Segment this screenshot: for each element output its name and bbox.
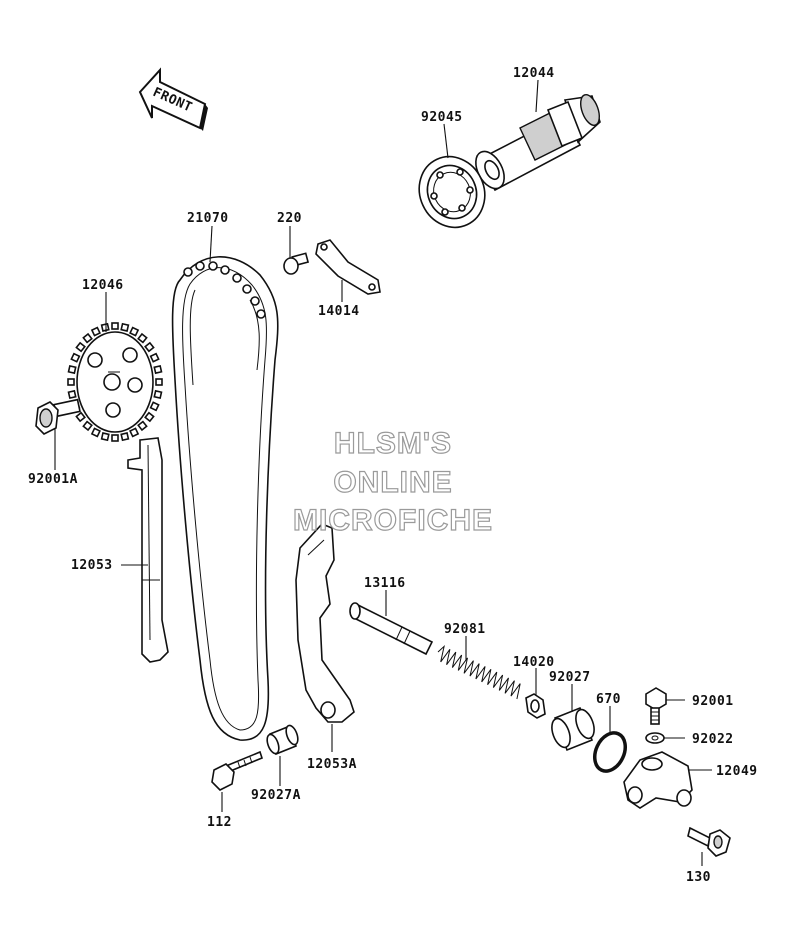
chain-guide [127, 437, 169, 663]
label-92045: 92045 [421, 110, 463, 125]
label-92022: 92022 [692, 732, 734, 747]
sprocket-tooth [67, 389, 77, 400]
sprocket-tooth [82, 332, 93, 344]
bearing [418, 155, 486, 229]
sprocket-tooth [100, 322, 110, 332]
label-92001A: 92001A [28, 472, 78, 487]
label-112: 112 [207, 815, 232, 830]
sprocket-tooth [153, 364, 163, 375]
leader-lines [54, 79, 712, 866]
nut [525, 693, 546, 719]
label-92027: 92027 [549, 670, 591, 685]
sprocket-tooth [149, 401, 160, 412]
tensioner-spring [437, 644, 521, 700]
sprocket-tooth [90, 326, 101, 337]
sprocket-tooth [129, 326, 140, 337]
sprocket-tooth [144, 411, 155, 423]
part-labels: 12044 92045 21070 220 14014 12046 92001A… [28, 66, 758, 885]
collar-small [266, 724, 299, 756]
sprocket-tooth [111, 434, 119, 442]
sprocket-tooth [75, 411, 86, 423]
label-92027A: 92027A [251, 788, 301, 803]
sprocket-tooth [129, 427, 140, 438]
bolt-220 [283, 252, 310, 275]
bolt-130 [687, 826, 731, 857]
label-13116: 13116 [364, 576, 406, 591]
bolt-92001 [645, 687, 667, 725]
label-220: 220 [277, 211, 302, 226]
label-14020: 14020 [513, 655, 555, 670]
collar [551, 706, 595, 752]
tensioner-guide [295, 523, 355, 723]
label-130: 130 [686, 870, 711, 885]
front-arrow-icon: FRONT [138, 67, 208, 131]
sprocket-tooth [153, 389, 163, 400]
watermark-line1: HLSM'S [334, 427, 452, 460]
sprocket-tooth [111, 322, 119, 330]
sprocket-tooth [67, 364, 77, 375]
label-12044: 12044 [513, 66, 555, 81]
sprocket-tooth [149, 352, 160, 363]
sprocket-tooth [137, 420, 148, 432]
sprocket-tooth [75, 341, 86, 353]
washer [645, 732, 665, 744]
watermark-line3: MICROFICHE [293, 504, 493, 537]
tensioner-bracket [623, 751, 693, 809]
sprocket-tooth [120, 322, 130, 332]
label-14014: 14014 [318, 304, 360, 319]
watermark-line2: ONLINE [333, 466, 452, 499]
label-12053: 12053 [71, 558, 113, 573]
bolt-112 [211, 750, 263, 791]
label-670: 670 [596, 692, 621, 707]
sprocket-tooth [120, 432, 130, 442]
label-92081: 92081 [444, 622, 486, 637]
sprocket-tooth [144, 341, 155, 353]
cam-sprocket [67, 322, 163, 442]
label-12046: 12046 [82, 278, 124, 293]
label-12049: 12049 [716, 764, 758, 779]
sprocket-tooth [90, 427, 101, 438]
label-12053A: 12053A [307, 757, 357, 772]
o-ring [593, 731, 627, 773]
sprocket-tooth [67, 378, 75, 386]
guide-plate [315, 239, 381, 295]
camshaft [475, 94, 601, 192]
sprocket-tooth [155, 378, 163, 386]
sprocket-tooth [100, 432, 110, 442]
tensioner-rod [349, 602, 434, 656]
sprocket-tooth [70, 352, 81, 363]
label-21070: 21070 [187, 211, 229, 226]
sprocket-tooth [137, 332, 148, 344]
label-92001: 92001 [692, 694, 734, 709]
watermark: HLSM'S ONLINE MICROFICHE [292, 426, 493, 537]
sprocket-bolt [35, 398, 81, 435]
cam-chain [171, 256, 279, 741]
sprocket-tooth [82, 420, 93, 432]
